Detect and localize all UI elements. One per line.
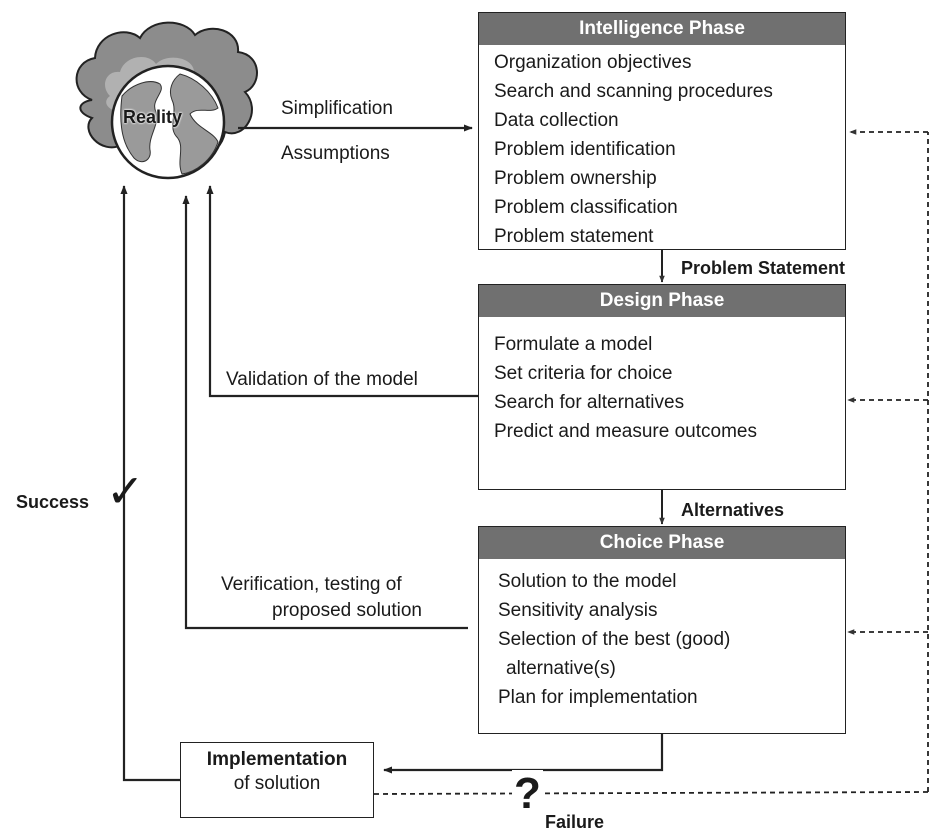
list-item: Sensitivity analysis	[498, 600, 658, 621]
implementation-subtitle: of solution	[233, 773, 321, 794]
verification-label-line1: Verification, testing of	[221, 574, 402, 595]
list-item: Formulate a model	[494, 334, 653, 355]
design-phase-list: Formulate a model Set criteria for choic…	[479, 317, 845, 446]
list-item: Search for alternatives	[494, 392, 685, 413]
intelligence-phase-title: Intelligence Phase	[479, 13, 845, 45]
design-phase-box: Design Phase Formulate a model Set crite…	[478, 284, 846, 490]
choice-phase-title: Choice Phase	[479, 527, 845, 559]
validation-arrow	[206, 185, 478, 398]
alternatives-label: Alternatives	[681, 500, 785, 520]
list-item: Organization objectives	[494, 52, 692, 73]
failure-loop	[373, 132, 929, 795]
list-item: Problem ownership	[494, 168, 657, 189]
verification-arrow	[182, 195, 468, 630]
failure-question-icon: ?	[512, 769, 543, 818]
list-item: Problem statement	[494, 226, 654, 247]
list-item: Problem identification	[494, 139, 676, 160]
reality-globe-icon	[75, 21, 258, 180]
list-item: Data collection	[494, 110, 619, 131]
design-phase-title: Design Phase	[479, 285, 845, 317]
assumptions-label: Assumptions	[281, 143, 390, 164]
success-arrow	[120, 185, 180, 782]
choice-phase-list: Solution to the model Sensitivity analys…	[479, 559, 845, 712]
list-item: Set criteria for choice	[494, 363, 673, 384]
implementation-box: Implementation of solution	[180, 742, 374, 818]
problem-statement-label: Problem Statement	[681, 258, 846, 278]
implementation-title: Implementation	[206, 749, 348, 770]
verification-label-line2: proposed solution	[272, 600, 422, 621]
validation-label: Validation of the model	[226, 369, 418, 390]
intelligence-phase-box: Intelligence Phase Organization objectiv…	[478, 12, 846, 250]
list-item: Predict and measure outcomes	[494, 421, 757, 442]
implementation-arrow	[383, 734, 664, 774]
simplification-label: Simplification	[281, 98, 393, 119]
list-item: alternative(s)	[506, 658, 616, 679]
list-item: Problem classification	[494, 197, 678, 218]
list-item: Solution to the model	[498, 571, 677, 592]
reality-label: Reality	[123, 107, 183, 127]
intelligence-phase-list: Organization objectives Search and scann…	[479, 45, 845, 251]
list-item: Selection of the best (good)	[498, 629, 731, 650]
failure-label: Failure	[545, 812, 605, 832]
choice-phase-box: Choice Phase Solution to the model Sensi…	[478, 526, 846, 734]
success-label: Success	[16, 492, 90, 512]
success-check-icon: ✓	[106, 465, 145, 517]
list-item: Search and scanning procedures	[494, 81, 773, 102]
list-item: Plan for implementation	[498, 687, 698, 708]
